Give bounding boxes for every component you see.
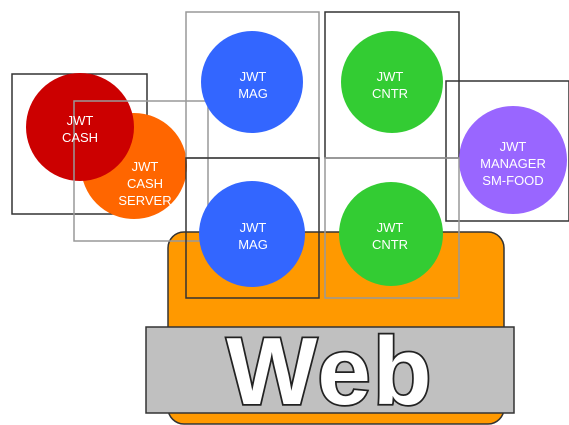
svg-text:JWT: JWT [500,139,527,154]
svg-text:CNTR: CNTR [372,237,408,252]
svg-text:MANAGER: MANAGER [480,156,546,171]
cntr-top-node [341,31,443,133]
svg-text:JWT: JWT [377,220,404,235]
svg-text:CASH: CASH [127,176,163,191]
svg-text:SERVER: SERVER [118,193,171,208]
cntr-bottom-label: JWT CNTR [372,220,408,252]
svg-text:JWT: JWT [240,220,267,235]
mag-bottom-label: JWT MAG [238,220,268,252]
mag-bottom-node [199,181,305,287]
mag-top-label: JWT MAG [238,69,268,101]
cntr-bottom-node [339,182,443,286]
manager-node [459,106,567,214]
svg-text:JWT: JWT [240,69,267,84]
cash-node [26,73,134,181]
cntr-top-label: JWT CNTR [372,69,408,101]
cntr-bottom-frame [324,157,460,299]
manager-frame [445,80,569,222]
cash-label: JWT CASH [62,113,98,145]
svg-text:CNTR: CNTR [372,86,408,101]
web-banner-text: Web [227,318,434,425]
svg-text:JWT: JWT [67,113,94,128]
mag-bottom-frame [185,157,320,299]
svg-text:MAG: MAG [238,86,268,101]
svg-text:MAG: MAG [238,237,268,252]
cash-server-frame [73,100,209,242]
manager-label: JWT MANAGER SM-FOOD [480,139,546,188]
svg-text:JWT: JWT [377,69,404,84]
svg-text:CASH: CASH [62,130,98,145]
mag-top-node [201,31,303,133]
web-banner [145,326,515,414]
svg-text:JWT: JWT [132,159,159,174]
cash-server-label: JWT CASH SERVER [118,159,171,208]
svg-text:SM-FOOD: SM-FOOD [482,173,543,188]
